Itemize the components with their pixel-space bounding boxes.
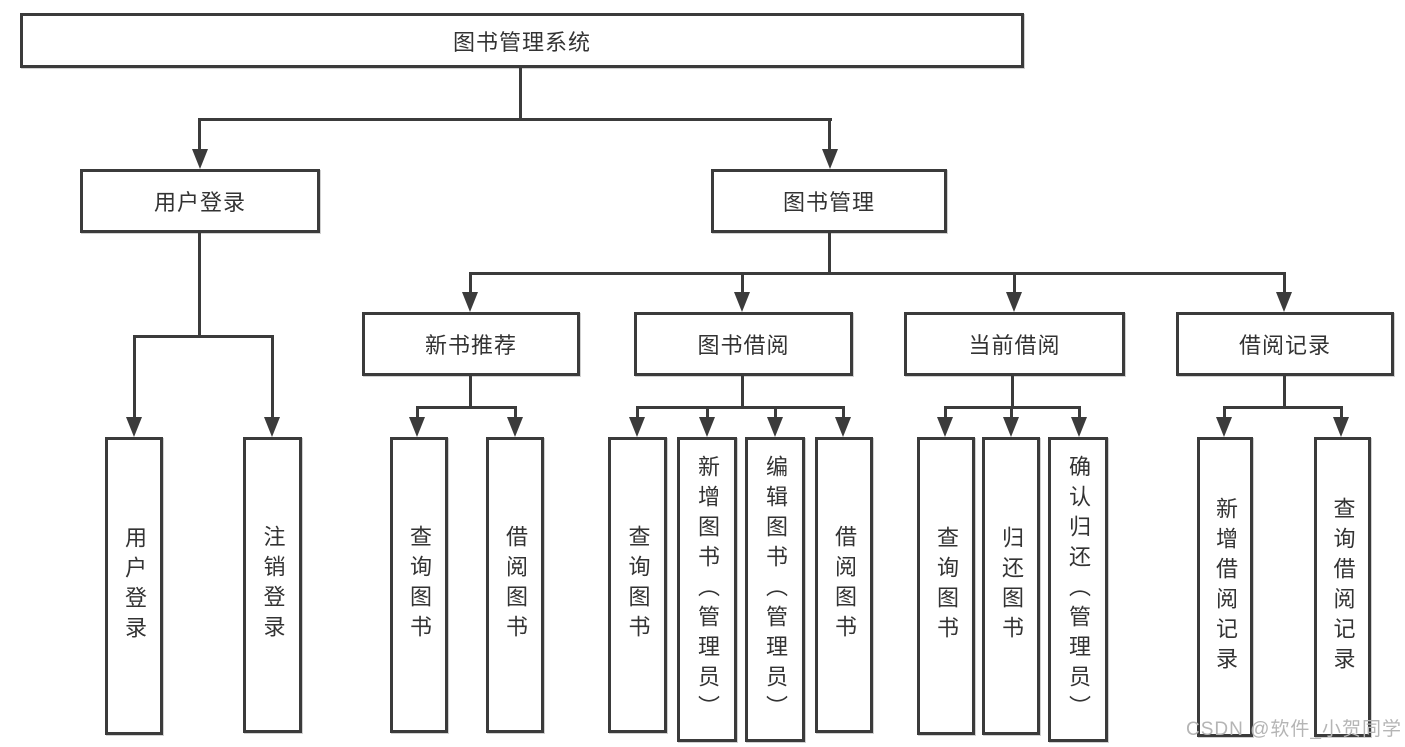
csdn-watermark: CSDN @软件_小贺同学 bbox=[1186, 719, 1402, 740]
leaf-query-books-1-label: 查询图书 bbox=[407, 525, 432, 645]
connector-trunk bbox=[1283, 376, 1286, 406]
connector-bar bbox=[636, 406, 845, 409]
arrow-down-icon bbox=[937, 417, 953, 437]
connector-stem bbox=[469, 272, 472, 295]
node-root-label: 图书管理系统 bbox=[452, 29, 591, 55]
leaf-add-borrow-record-label: 新增借阅记录 bbox=[1213, 497, 1238, 677]
connector-stem bbox=[1078, 406, 1081, 421]
arrow-down-icon bbox=[409, 417, 425, 437]
connector-trunk bbox=[469, 376, 472, 406]
arrow-down-icon bbox=[507, 417, 523, 437]
connector-level2-bar bbox=[198, 118, 832, 121]
connector-stem bbox=[133, 335, 136, 421]
leaf-logout-label: 注销登录 bbox=[260, 525, 286, 645]
connector-root-trunk bbox=[519, 68, 522, 118]
arrow-down-icon bbox=[126, 417, 142, 437]
connector-stem bbox=[271, 335, 274, 421]
leaf-borrow-books-2-label: 借阅图书 bbox=[832, 525, 857, 645]
connector-stem bbox=[198, 118, 201, 152]
connector-stem bbox=[944, 406, 947, 421]
leaf-return-book: 归还图书 bbox=[982, 437, 1040, 735]
node-book-borrow: 图书借阅 bbox=[634, 312, 853, 376]
leaf-query-books-2-label: 查询图书 bbox=[625, 525, 651, 645]
leaf-return-book-label: 归还图书 bbox=[999, 526, 1024, 646]
arrow-down-icon bbox=[462, 292, 478, 312]
arrow-down-icon bbox=[1276, 292, 1292, 312]
connector-user-trunk bbox=[198, 233, 201, 335]
node-current-borrow-label: 当前借阅 bbox=[968, 333, 1061, 358]
connector-stem bbox=[1010, 406, 1013, 421]
connector-stem bbox=[514, 406, 517, 421]
connector-stem bbox=[1340, 406, 1343, 421]
arrow-down-icon bbox=[1216, 417, 1232, 437]
leaf-logout: 注销登录 bbox=[243, 437, 302, 733]
node-new-book-recommend: 新书推荐 bbox=[362, 312, 580, 376]
connector-stem bbox=[1013, 272, 1016, 295]
connector-bar bbox=[416, 406, 517, 409]
leaf-add-borrow-record: 新增借阅记录 bbox=[1197, 437, 1253, 737]
connector-user-bar bbox=[133, 335, 274, 338]
leaf-edit-book-admin-label: 编辑图书（管理员） bbox=[763, 454, 788, 725]
connector-stem bbox=[1283, 272, 1286, 295]
connector-stem bbox=[1223, 406, 1226, 421]
arrow-down-icon bbox=[1006, 292, 1022, 312]
connector-stem bbox=[828, 118, 831, 152]
leaf-query-books-1: 查询图书 bbox=[390, 437, 448, 733]
connector-stem bbox=[636, 406, 639, 421]
node-user-login: 用户登录 bbox=[80, 169, 320, 233]
node-user-login-label: 用户登录 bbox=[153, 190, 246, 215]
arrow-down-icon bbox=[767, 417, 783, 437]
connector-stem bbox=[741, 272, 744, 295]
leaf-borrow-books-1-label: 借阅图书 bbox=[503, 525, 528, 645]
leaf-query-books-2: 查询图书 bbox=[608, 437, 667, 733]
node-book-management: 图书管理 bbox=[711, 169, 947, 233]
connector-trunk bbox=[1011, 376, 1014, 406]
connector-stem bbox=[842, 406, 845, 421]
arrow-down-icon bbox=[822, 149, 838, 169]
leaf-confirm-return-admin: 确认归还（管理员） bbox=[1048, 437, 1108, 742]
leaf-query-books-3-label: 查询图书 bbox=[934, 526, 959, 646]
arrow-down-icon bbox=[1071, 417, 1087, 437]
node-current-borrow: 当前借阅 bbox=[904, 312, 1125, 376]
leaf-user-login: 用户登录 bbox=[105, 437, 163, 735]
arrow-down-icon bbox=[192, 149, 208, 169]
leaf-query-borrow-record: 查询借阅记录 bbox=[1314, 437, 1371, 737]
connector-stem bbox=[774, 406, 777, 421]
connector-bar bbox=[1223, 406, 1343, 409]
leaf-query-books-3: 查询图书 bbox=[917, 437, 975, 735]
leaf-add-book-admin: 新增图书（管理员） bbox=[677, 437, 737, 742]
node-borrow-records: 借阅记录 bbox=[1176, 312, 1394, 376]
leaf-borrow-books-1: 借阅图书 bbox=[486, 437, 544, 733]
connector-stem bbox=[706, 406, 709, 421]
node-new-book-recommend-label: 新书推荐 bbox=[424, 333, 517, 358]
node-book-management-label: 图书管理 bbox=[782, 190, 875, 215]
arrow-down-icon bbox=[699, 417, 715, 437]
node-borrow-records-label: 借阅记录 bbox=[1238, 333, 1331, 358]
leaf-confirm-return-admin-label: 确认归还（管理员） bbox=[1066, 454, 1091, 725]
arrow-down-icon bbox=[629, 417, 645, 437]
leaf-user-login-label: 用户登录 bbox=[122, 526, 147, 646]
leaf-query-borrow-record-label: 查询借阅记录 bbox=[1330, 497, 1356, 677]
arrow-down-icon bbox=[835, 417, 851, 437]
connector-trunk bbox=[741, 376, 744, 406]
arrow-down-icon bbox=[734, 292, 750, 312]
arrow-down-icon bbox=[1333, 417, 1349, 437]
node-book-borrow-label: 图书借阅 bbox=[697, 333, 790, 358]
connector-stem bbox=[416, 406, 419, 421]
connector-mgmt-trunk bbox=[828, 233, 831, 272]
leaf-edit-book-admin: 编辑图书（管理员） bbox=[745, 437, 805, 742]
node-root: 图书管理系统 bbox=[20, 13, 1024, 68]
arrow-down-icon bbox=[264, 417, 280, 437]
leaf-add-book-admin-label: 新增图书（管理员） bbox=[695, 454, 720, 725]
arrow-down-icon bbox=[1003, 417, 1019, 437]
leaf-borrow-books-2: 借阅图书 bbox=[815, 437, 873, 733]
connector-level3-bar bbox=[469, 272, 1285, 275]
